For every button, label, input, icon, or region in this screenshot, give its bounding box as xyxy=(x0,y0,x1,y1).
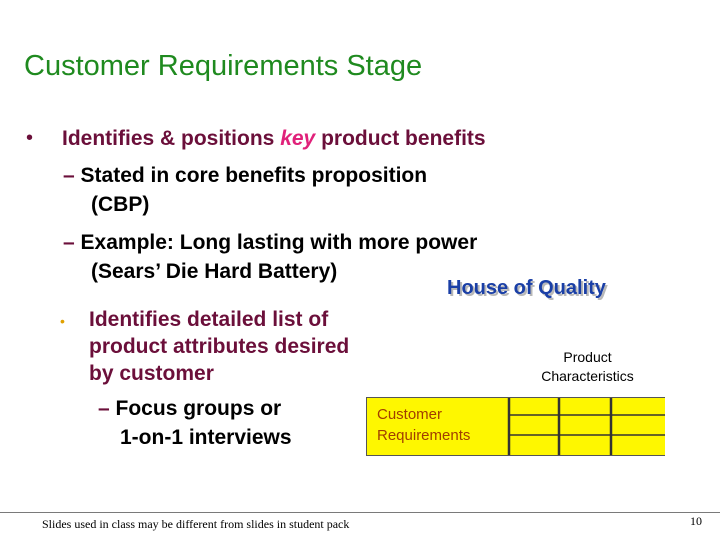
bullet-2-symbol: • xyxy=(60,313,65,329)
bullet-1-text: Identifies & positions key product benef… xyxy=(62,127,486,151)
house-of-quality-title: House of Quality xyxy=(447,277,606,299)
sub-bullet-example: – Example: Long lasting with more power … xyxy=(63,228,603,286)
slide-title: Customer Requirements Stage xyxy=(24,50,423,82)
sub-bullet-dash: – xyxy=(63,231,75,254)
product-label-line2: Characteristics xyxy=(541,368,634,384)
customer-label-line1: Customer xyxy=(377,406,443,423)
sub-bullet-cbp: – Stated in core benefits proposition (C… xyxy=(63,161,543,219)
sub-bullet-focus-line1: Focus groups or xyxy=(115,397,282,420)
sub-bullet-cbp-line1: Stated in core benefits proposition xyxy=(80,164,428,187)
customer-requirements-label: Customer Requirements xyxy=(377,404,470,446)
bullet-1-symbol: • xyxy=(26,127,34,149)
sub-bullet-focus-groups: – Focus groups or 1-on-1 interviews xyxy=(98,394,378,452)
bullet-1-text-after: product benefits xyxy=(315,127,486,150)
sub-bullet-cbp-line2: (CBP) xyxy=(91,193,150,216)
sub-bullet-focus-line2: 1-on-1 interviews xyxy=(120,426,292,449)
sub-bullet-example-line1: Example: Long lasting with more power xyxy=(80,231,478,254)
bullet-1-key-word: key xyxy=(280,127,316,150)
sub-bullet-dash: – xyxy=(98,397,110,420)
footer-divider xyxy=(0,512,720,513)
bullet-2-line2: product attributes desired xyxy=(89,335,350,358)
product-characteristics-label: Product Characteristics xyxy=(520,348,655,386)
bullet-1-text-before: Identifies & positions xyxy=(62,127,281,150)
house-of-quality-grid xyxy=(366,397,665,456)
sub-bullet-dash: – xyxy=(63,164,75,187)
bullet-2-line1: Identifies detailed list of xyxy=(89,308,329,331)
page-number: 10 xyxy=(690,514,702,528)
sub-bullet-example-line2: (Sears’ Die Hard Battery) xyxy=(91,260,338,283)
bullet-2-line3: by customer xyxy=(89,362,214,385)
product-label-line1: Product xyxy=(563,349,612,365)
footer-note: Slides used in class may be different fr… xyxy=(42,517,350,531)
grid-lines xyxy=(507,398,665,455)
bullet-2-text: Identifies detailed list of product attr… xyxy=(89,306,429,387)
customer-label-line2: Requirements xyxy=(377,427,471,444)
